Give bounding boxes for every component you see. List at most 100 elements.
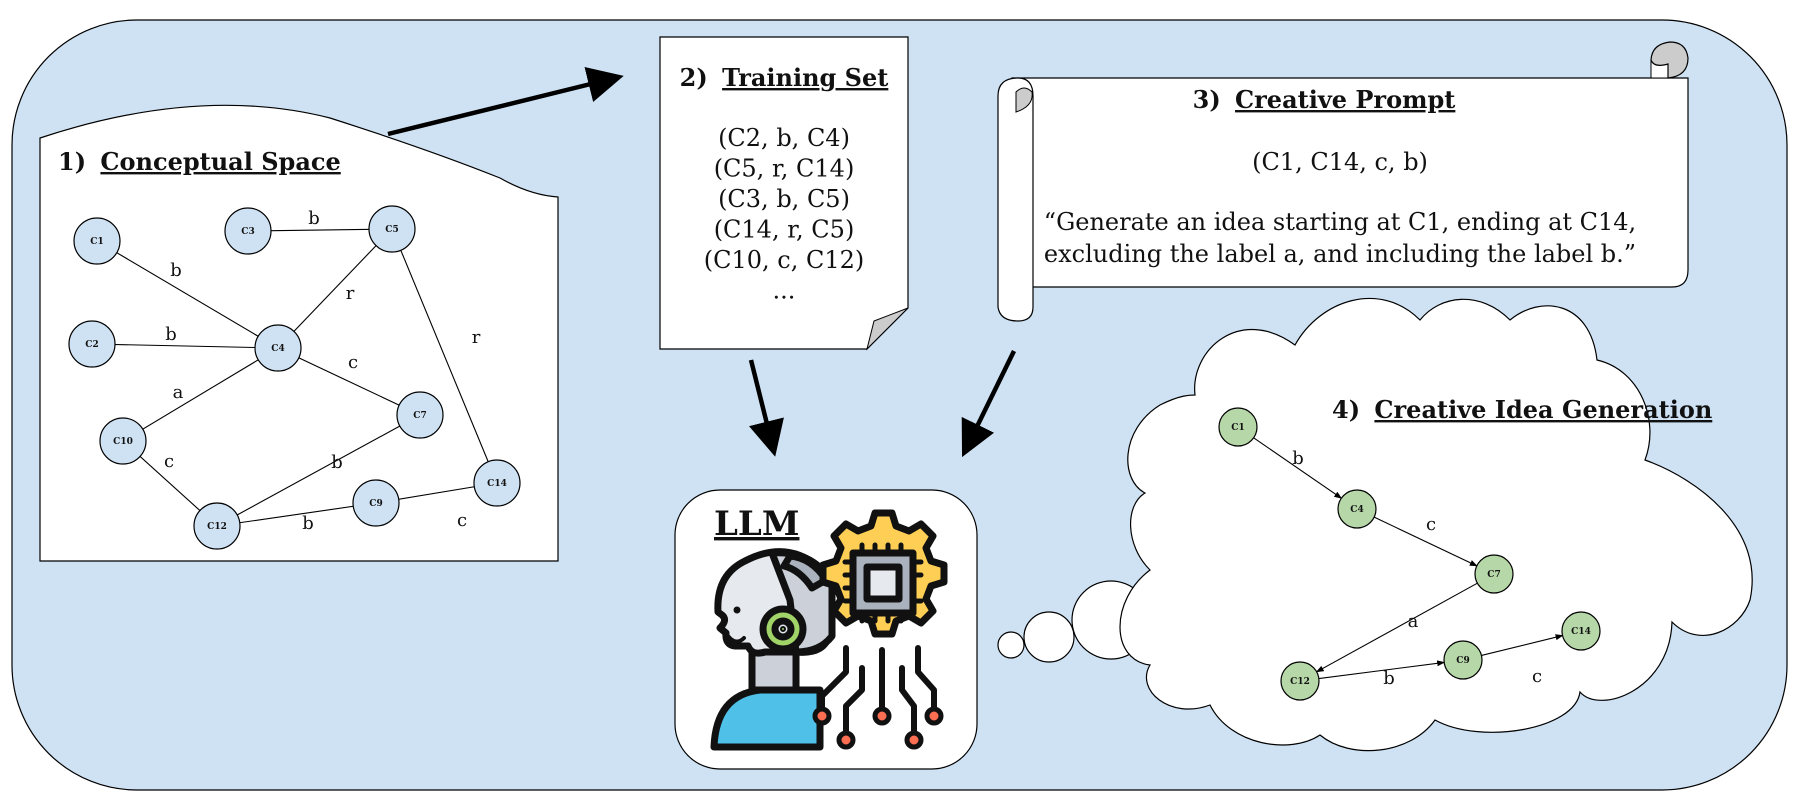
concept-edge-c1-c4 xyxy=(96,240,279,349)
training-triple: (C5, r, C14) xyxy=(714,155,855,183)
page-fold-icon xyxy=(866,307,909,351)
concept-node-label: C12 xyxy=(207,522,227,532)
concept-node-label: C1 xyxy=(90,237,103,247)
training-triple: (C14, r, C5) xyxy=(714,216,855,244)
concept-node-c5 xyxy=(368,205,416,253)
concept-node-c4 xyxy=(254,324,302,372)
idea-node-c1 xyxy=(1218,407,1258,447)
training-triples: (C2, b, C4) (C5, r, C14)(C3, b, C5) (C14, … xyxy=(704,124,865,305)
concept-node-c12 xyxy=(193,502,241,550)
panel2-title-text: Training Set xyxy=(722,63,888,92)
concept-node-label: C2 xyxy=(85,340,98,350)
panel2-title: 2) Training Set xyxy=(680,63,889,92)
idea-edge-label: b xyxy=(1292,448,1304,469)
concept-node-c1 xyxy=(73,217,121,265)
llm-panel: LLM xyxy=(674,489,978,770)
concept-node-label: C5 xyxy=(385,225,398,235)
panel4-title: 4) Creative Idea Generation xyxy=(1332,395,1712,424)
prompt-text-line-2: excluding the label a, and including the… xyxy=(1044,240,1636,268)
idea-edge-label: b xyxy=(1383,668,1395,689)
thought-bubble-small xyxy=(997,631,1025,659)
idea-node-c7 xyxy=(1474,554,1514,594)
concept-node-label: C14 xyxy=(487,479,507,489)
concept-edge-c4-c5 xyxy=(277,228,393,349)
concept-node-c10 xyxy=(99,417,147,465)
concept-edge-c12-c9 xyxy=(216,502,377,527)
concept-edge-label: c xyxy=(164,451,174,472)
creative-prompt-panel: 3) Creative Prompt (C1, C14, c, b) “Gene… xyxy=(997,41,1689,322)
panel1-title-text: Conceptual Space xyxy=(100,147,340,176)
arrow-concept-to-training xyxy=(387,66,624,137)
concept-node-c2 xyxy=(68,320,116,368)
idea-edge-c4-c7 xyxy=(1373,516,1478,567)
concept-edge-c2-c4 xyxy=(91,343,279,349)
concept-node-label: C10 xyxy=(113,437,133,447)
llm-title: LLM xyxy=(714,504,799,544)
concept-edge-c5-c14 xyxy=(391,228,498,484)
robot-head-gear-chip-icon xyxy=(710,509,948,751)
arrow-training-to-llm xyxy=(748,359,784,457)
concept-node-c7 xyxy=(396,391,444,439)
idea-node-label: C4 xyxy=(1350,505,1363,515)
concept-edge-label: b xyxy=(165,324,177,345)
concept-edge-label: b xyxy=(170,260,182,281)
concept-node-c3 xyxy=(224,207,272,255)
concept-edge-label: c xyxy=(348,352,358,373)
panel4-title-text: Creative Idea Generation xyxy=(1374,395,1712,424)
idea-edge-c12-c9 xyxy=(1318,660,1446,680)
panel1-title: 1) Conceptual Space xyxy=(58,147,341,176)
concept-edge-c4-c7 xyxy=(277,347,421,416)
concept-node-label: C9 xyxy=(369,499,382,509)
concept-edges: b b b r r c a c b b c xyxy=(91,208,498,534)
concept-node-label: C4 xyxy=(271,344,284,354)
idea-node-label: C9 xyxy=(1456,656,1469,666)
concept-edge-label: b xyxy=(331,452,343,473)
panel3-title-text: Creative Prompt xyxy=(1235,85,1455,114)
idea-node-label: C1 xyxy=(1231,423,1244,433)
idea-node-c14 xyxy=(1561,611,1601,651)
idea-edge-c9-c14 xyxy=(1481,634,1564,656)
training-triple: (C10, c, C12) xyxy=(704,246,865,274)
arrow-prompt-to-llm xyxy=(961,350,1017,458)
panel3-number: 3) xyxy=(1193,85,1221,114)
concept-edge-c3-c5 xyxy=(247,228,393,232)
panel4-number: 4) xyxy=(1332,395,1360,424)
idea-edge-c1-c4 xyxy=(1253,437,1343,499)
wavy-document-shape xyxy=(39,104,559,562)
idea-node-label: C12 xyxy=(1290,677,1310,687)
scroll-body xyxy=(1011,77,1689,288)
idea-edge-label: a xyxy=(1408,611,1419,632)
concept-edge-label: c xyxy=(457,510,467,531)
panel2-number: 2) xyxy=(680,63,708,92)
scroll-left-roll xyxy=(997,77,1034,322)
concept-edge-label: b xyxy=(302,513,314,534)
concept-node-c9 xyxy=(352,479,400,527)
panel3-title: 3) Creative Prompt xyxy=(1193,85,1456,114)
idea-node-c9 xyxy=(1443,640,1483,680)
idea-node-c12 xyxy=(1280,661,1320,701)
panel1-number: 1) xyxy=(58,147,86,176)
concept-edge-label: r xyxy=(472,327,481,348)
concept-edge-label: a xyxy=(173,382,184,403)
idea-node-label: C14 xyxy=(1571,627,1591,637)
idea-node-c4 xyxy=(1337,489,1377,529)
concept-edge-label: r xyxy=(346,283,355,304)
concept-node-label: C7 xyxy=(413,411,426,421)
training-triple: (C3, b, C5) xyxy=(718,185,850,213)
training-triple: ... xyxy=(773,277,796,305)
idea-node-label: C7 xyxy=(1487,570,1500,580)
concept-edge-c12-c7 xyxy=(216,414,421,527)
concept-node-label: C3 xyxy=(241,227,254,237)
training-triple: (C2, b, C4) xyxy=(718,124,850,152)
training-set-panel: 2) Training Set (C2, b, C4)(C5, r, C14)(… xyxy=(659,36,909,351)
idea-edge-label: c xyxy=(1426,514,1436,535)
scroll-left-curl xyxy=(1015,87,1033,113)
concept-edge-c4-c10 xyxy=(122,347,279,442)
concept-edge-label: b xyxy=(308,208,320,229)
